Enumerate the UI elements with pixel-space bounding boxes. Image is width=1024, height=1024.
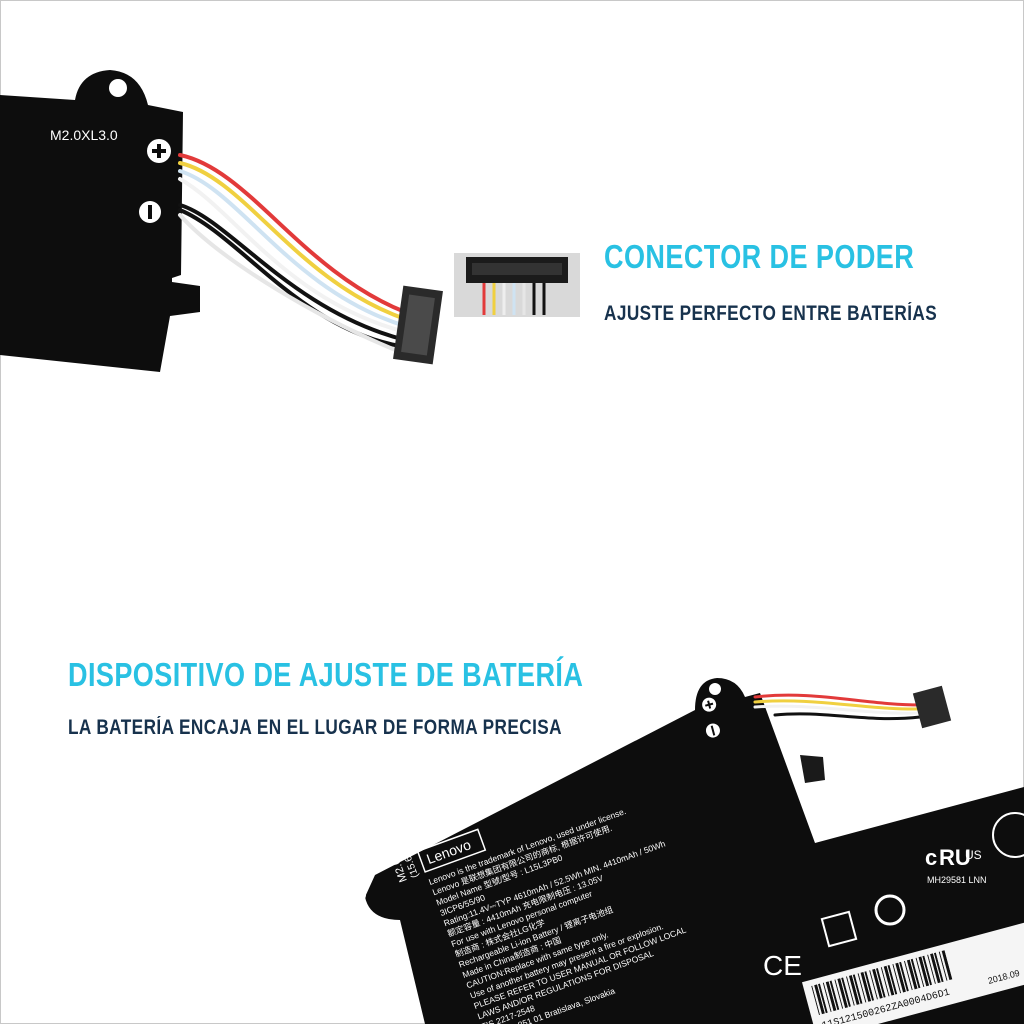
svg-text:c: c [925,845,937,870]
screw-label: M2.0XL3.0 [50,127,118,143]
svg-text:RU: RU [939,845,971,870]
power-connector-subtitle: AJUSTE PERFECTO ENTRE BATERÍAS [604,302,938,325]
mounting-hole [709,683,721,695]
recycle-box-icon [820,910,858,948]
screw-label: M2.0XL3.0 [632,694,686,719]
barcode-sticker: 11S121500262ZA0004D6D1 2018.09 [802,922,1024,1024]
fit-device-title: DISPOSITIVO DE AJUSTE DE BATERÍA [68,656,584,693]
certification-marks: c RU US MH29581 LNN CE [763,812,1024,981]
recycle-icon [874,894,906,926]
fit-device-subtitle: LA BATERÍA ENCAJA EN EL LUGAR DE FORMA P… [68,716,563,739]
ul-mark: US [965,848,982,862]
mounting-hole [354,889,366,901]
connector-closeup-inset [454,253,580,317]
wire-harness [178,153,407,356]
connector-plug [912,685,952,729]
wire-harness [753,693,922,721]
power-connector-title: CONECTOR DE PODER [604,238,915,275]
connector-plug [393,285,443,365]
ce-mark-icon: CE [763,950,802,981]
cert-code: MH29581 LNN [927,875,987,885]
recycle-seal-icon [992,812,1024,858]
mounting-hole [109,79,127,97]
battery-label-photo: M2.0XL3.0 M2.0XL3.0 (15.6) Lenovo Lenovo… [354,678,1024,1024]
brand-box [416,828,487,873]
battery-connector-photo: M2.0XL3.0 [0,70,443,372]
battery-body [365,678,1024,1024]
battery-body [0,70,200,372]
